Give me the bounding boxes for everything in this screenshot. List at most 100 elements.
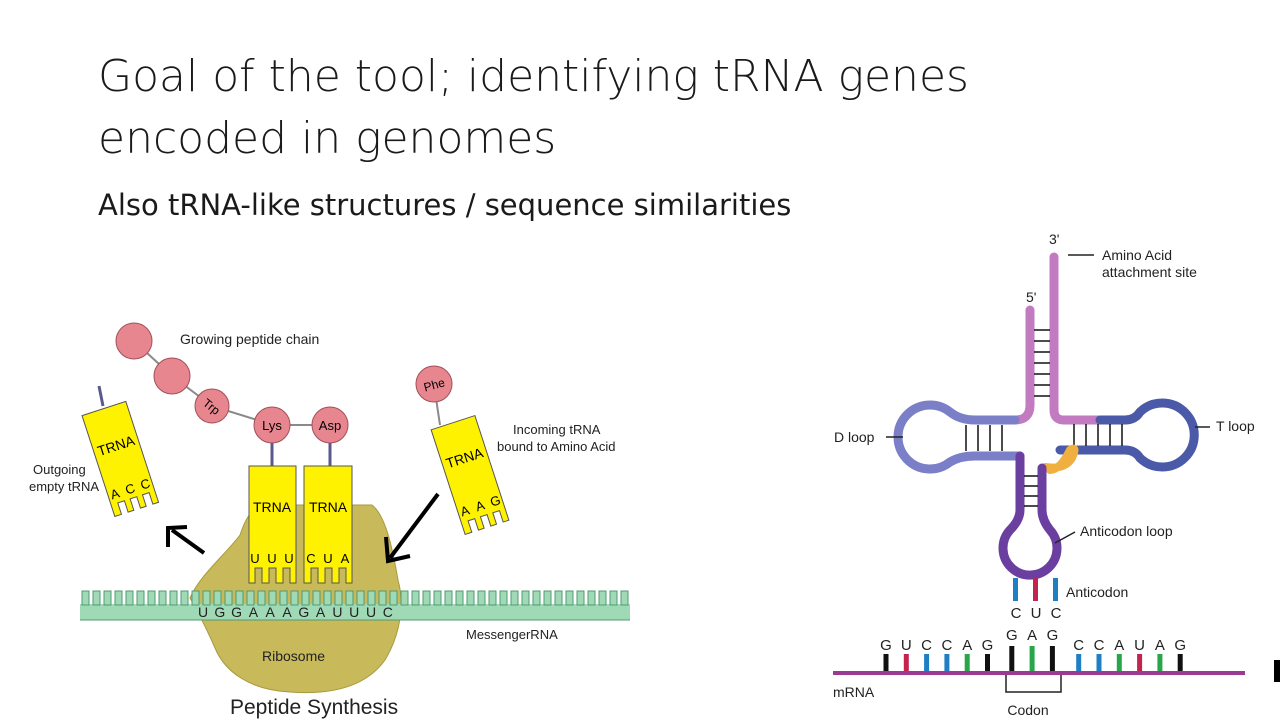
mrna-base-letter: A [1114,637,1124,654]
mrna-tooth [334,590,343,606]
mrna-base-letter: G [880,637,892,654]
mrna-base-bar [944,654,950,671]
amino-acid-lys-label: Lys [262,418,282,433]
mrna-base-bar [964,654,970,671]
anticodon-bar-u [1033,578,1038,601]
mrna-base-letter: C [941,637,952,654]
amino-acid-asp-label: Asp [319,418,341,433]
mrna-base-bar [1076,654,1082,671]
mrna-base-letter: G [298,604,309,620]
mrna-tooth [312,590,321,606]
mrna-base-letter: A [266,604,276,620]
mrna-tooth [268,590,277,606]
mrna-tooth [136,590,145,606]
amino-acid-bead [115,322,153,360]
d-arm-bonds [965,425,1003,451]
anticodon-arm [998,451,1062,580]
mrna-base-bar [1137,654,1143,671]
mrna-base-bar [985,654,990,671]
mrna-base-letter: U [198,604,208,620]
mrna-tooth [598,590,607,606]
mrna-tooth [576,590,585,606]
mrna-tooth [488,590,497,606]
mrna-tooth [180,590,189,606]
mrna-base-letter: C [1094,637,1105,654]
mrna-label: MessengerRNA [466,627,558,642]
acceptor-strand-5 [1010,305,1035,425]
mrna-base-letter: A [1155,637,1165,654]
anticodon-base: U [250,551,259,566]
mrna-tooth [191,590,200,606]
slide-title: Goal of the tool; identifying tRNA genes… [98,46,1098,170]
anticodon-base: C [306,551,315,566]
anticodon-label: Anticodon [1066,584,1128,600]
mrna-tooth [323,590,332,606]
mrna-tooth [389,590,398,606]
anticodon-letter: C [1011,605,1022,622]
mrna-tooth [543,590,552,606]
mrna-base-bar [1096,654,1102,671]
mrna-base-letter: G [982,637,994,654]
mrna-tooth [125,590,134,606]
trna-lys: TRNA U U U [248,465,297,584]
slide-subtitle: Also tRNA-like structures / sequence sim… [98,188,792,222]
anticodon-letter: U [1031,605,1042,622]
mrna-tooth [455,590,464,606]
d-loop-label: D loop [834,429,875,445]
mrna-tooth [587,590,596,606]
trna-lys-label: TRNA [253,499,292,515]
mrna-tooth [103,590,112,606]
mrna-base-letter: U [366,604,376,620]
codon-label: Codon [1007,702,1048,718]
mrna-base-bar [1009,646,1015,671]
mrna-base-letter: U [332,604,342,620]
mrna-base-letter: G [1006,627,1018,644]
mrna-base-bar [1177,654,1183,671]
t-arm-bonds [1073,424,1123,446]
anticodon-bar-c [1013,578,1018,601]
mrna-base-bar [1116,654,1122,671]
title-line-1: Goal of the tool; identifying tRNA genes [98,51,969,102]
mrna-base-letter: G [231,604,242,620]
trna-outgoing: TRNA A C C [81,400,160,518]
mrna-tooth [169,590,178,606]
mrna-base-letter: U [901,637,912,654]
incoming-label-2: bound to Amino Acid [497,439,616,454]
five-prime-label: 5' [1026,289,1036,305]
ribosome-label: Ribosome [262,648,325,664]
mrna-tooth [114,590,123,606]
variable-loop [1041,444,1079,474]
codon-bracket [1005,675,1062,693]
anticodon-base: G [488,492,502,509]
mrna-tooth [202,590,211,606]
mrna-tooth [224,590,233,606]
mrna-tooth [81,590,90,606]
amino-acid-phe [415,365,453,403]
attachment-label-1: Amino Acid [1102,247,1172,263]
mrna-tooth [246,590,255,606]
t-arm [1055,398,1199,472]
outgoing-label-1: Outgoing [33,462,86,477]
mrna-base-letter: U [349,604,359,620]
anticodon-bar-c [1053,578,1058,601]
trna-asp: TRNA C U A [303,465,353,584]
mrna-tooth [213,590,222,606]
mrna-base-letter: G [1047,627,1059,644]
title-line-2: encoded in genomes [98,113,557,164]
three-prime-label: 3' [1049,231,1059,247]
amino-acid-phe-label: Phe [422,375,447,394]
mrna-base-bar [883,654,889,671]
trna-incoming: TRNA A A G [430,414,510,536]
mrna-base-letter: C [383,604,393,620]
mrna-tooth [400,590,409,606]
acceptor-strand-3 [1049,252,1105,425]
anticodon-base: C [138,475,152,492]
outgoing-label-2: empty tRNA [29,479,99,494]
mrna-tooth [554,590,563,606]
mrna-tooth [510,590,519,606]
anticodon-loop-label: Anticodon loop [1080,523,1173,539]
messenger-rna [80,590,630,621]
mrna-tooth [356,590,365,606]
